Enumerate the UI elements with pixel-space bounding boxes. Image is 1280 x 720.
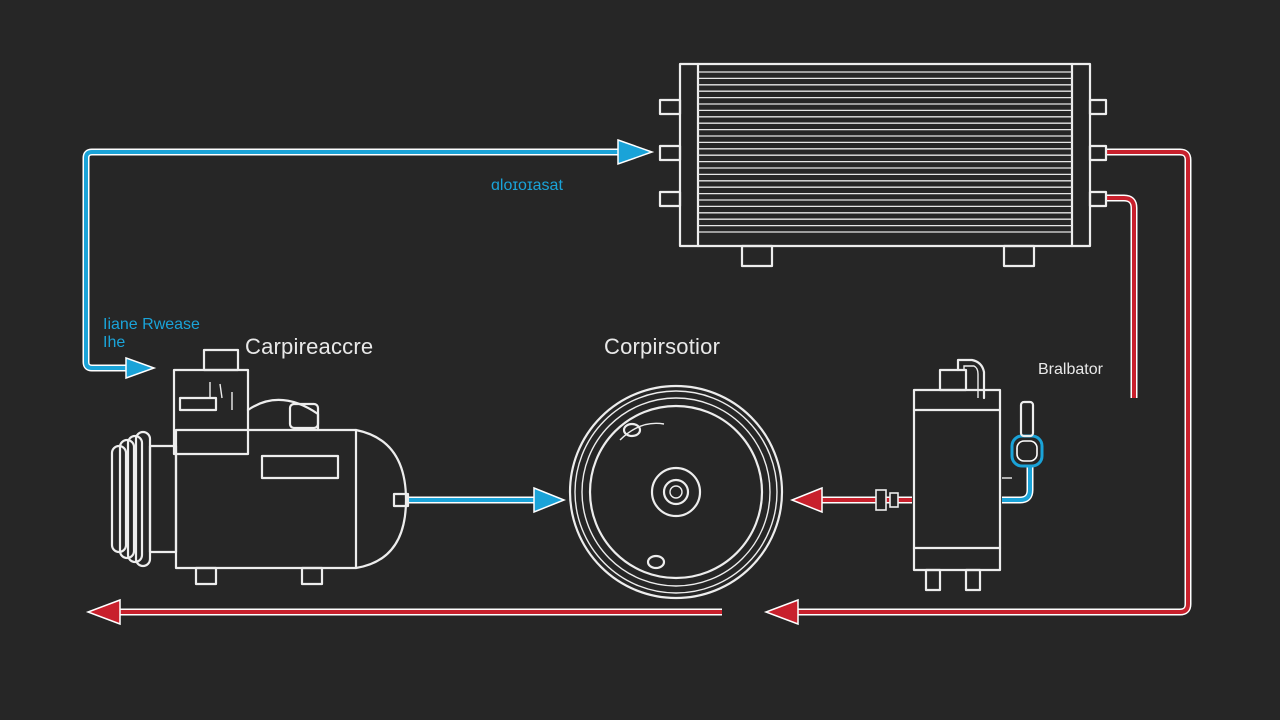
- suction-label: Iiane Rwease Ihe: [103, 316, 200, 352]
- suction-line-blue: [82, 138, 655, 380]
- coil-icon: [568, 384, 784, 600]
- compressor-label: Carpireaccre: [245, 334, 374, 359]
- arrow-bottom-left-icon: [85, 598, 121, 626]
- condenser-icon: [658, 62, 1108, 268]
- arrow-to-condenser-icon: [617, 138, 655, 166]
- discharge-line-blue: [408, 486, 567, 514]
- suction-label-line2: Ihe: [103, 334, 126, 351]
- compressor-icon: [110, 348, 410, 586]
- arrow-to-compressor-icon: [125, 356, 157, 380]
- right-component-label: Bralbator: [1038, 361, 1103, 378]
- center-component-label: Corpirsotior: [604, 334, 721, 359]
- arrow-to-coil-icon: [533, 486, 567, 514]
- receiver-drier-icon: [912, 358, 1044, 592]
- suction-label-line1: Iiane Rwease: [103, 316, 200, 333]
- arrow-bottom-right-icon: [763, 598, 799, 626]
- condenser-inlet-label: ɑloɪoɪasat: [491, 177, 563, 194]
- liquid-line-red: [85, 148, 1192, 626]
- arrow-to-coil-left-icon: [789, 486, 823, 514]
